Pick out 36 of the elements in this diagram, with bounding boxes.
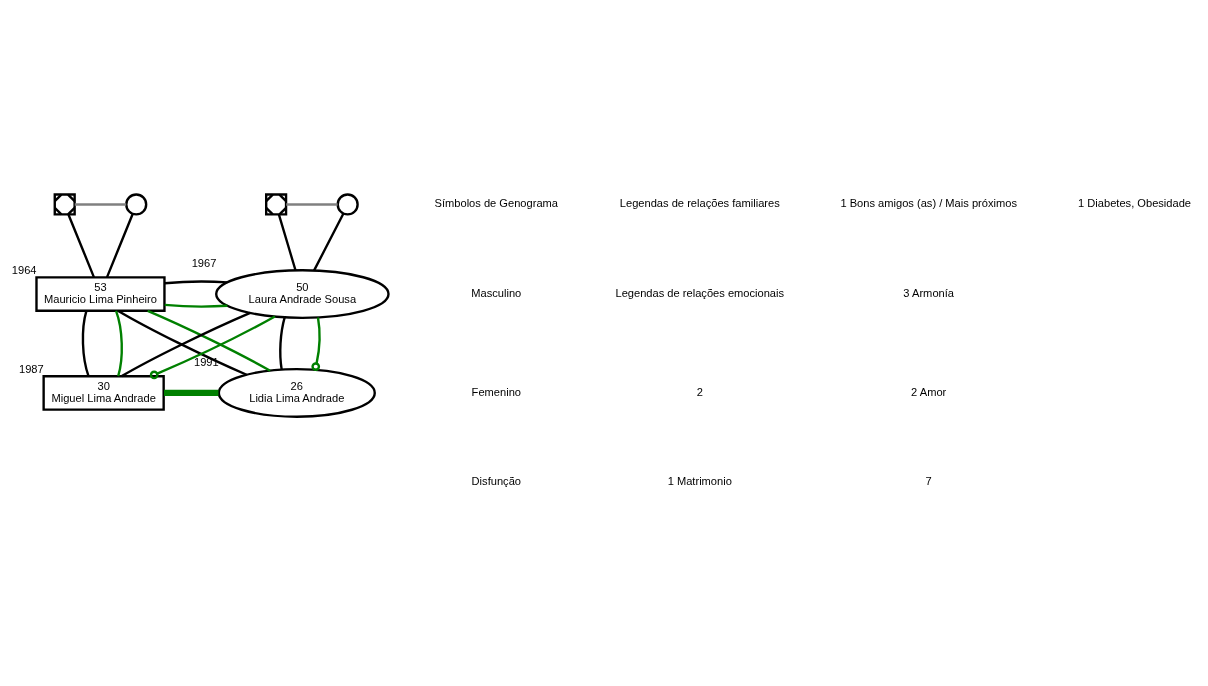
- node-box: 53 Mauricio Lima Pinheiro: [35, 275, 166, 312]
- node-circle: [125, 192, 148, 216]
- legend-label: 3 Armonía: [903, 286, 955, 299]
- connector: [312, 212, 345, 271]
- legend-label: 2 Amor: [911, 385, 947, 398]
- connector: [277, 213, 297, 271]
- node-label: 1964: [11, 263, 37, 276]
- label: Legendas de relações emocionais: [615, 286, 785, 299]
- legend-label: 2: [696, 385, 703, 398]
- node-box: 30 Miguel Lima Andrade: [42, 374, 165, 411]
- legend-label: 7: [925, 474, 932, 487]
- legend-label: 1 Matrimonio: [667, 474, 732, 487]
- connector: [286, 202, 338, 206]
- node-label: 1987: [18, 362, 44, 375]
- legend-label: 1 Bons amigos (as) / Mais próximos: [840, 196, 1017, 209]
- connector: [149, 314, 276, 379]
- connector: [105, 213, 134, 278]
- node-ellipse: 26 Lidia Lima Andrade: [217, 367, 376, 418]
- label: Femenino: [471, 385, 521, 398]
- connector: [279, 316, 286, 370]
- legend-label: 1 Diabetes, Obesidade: [1078, 196, 1192, 209]
- connector: [67, 213, 95, 278]
- connector: [164, 279, 228, 284]
- connector: [164, 303, 228, 308]
- connector: [147, 309, 271, 372]
- node-ellipse: 50 Laura Andrade Sousa: [215, 268, 390, 319]
- label: Símbolos de Genograma: [434, 196, 559, 209]
- connector: [311, 316, 321, 371]
- label: Masculino: [471, 286, 522, 299]
- connector: [81, 310, 90, 376]
- label: Legendas de relações familiares: [619, 196, 780, 209]
- connector: [74, 202, 127, 206]
- node-circle: [336, 192, 359, 216]
- node-label: 1967: [191, 256, 217, 269]
- connector: [114, 310, 123, 376]
- label: Disfunção: [471, 474, 521, 487]
